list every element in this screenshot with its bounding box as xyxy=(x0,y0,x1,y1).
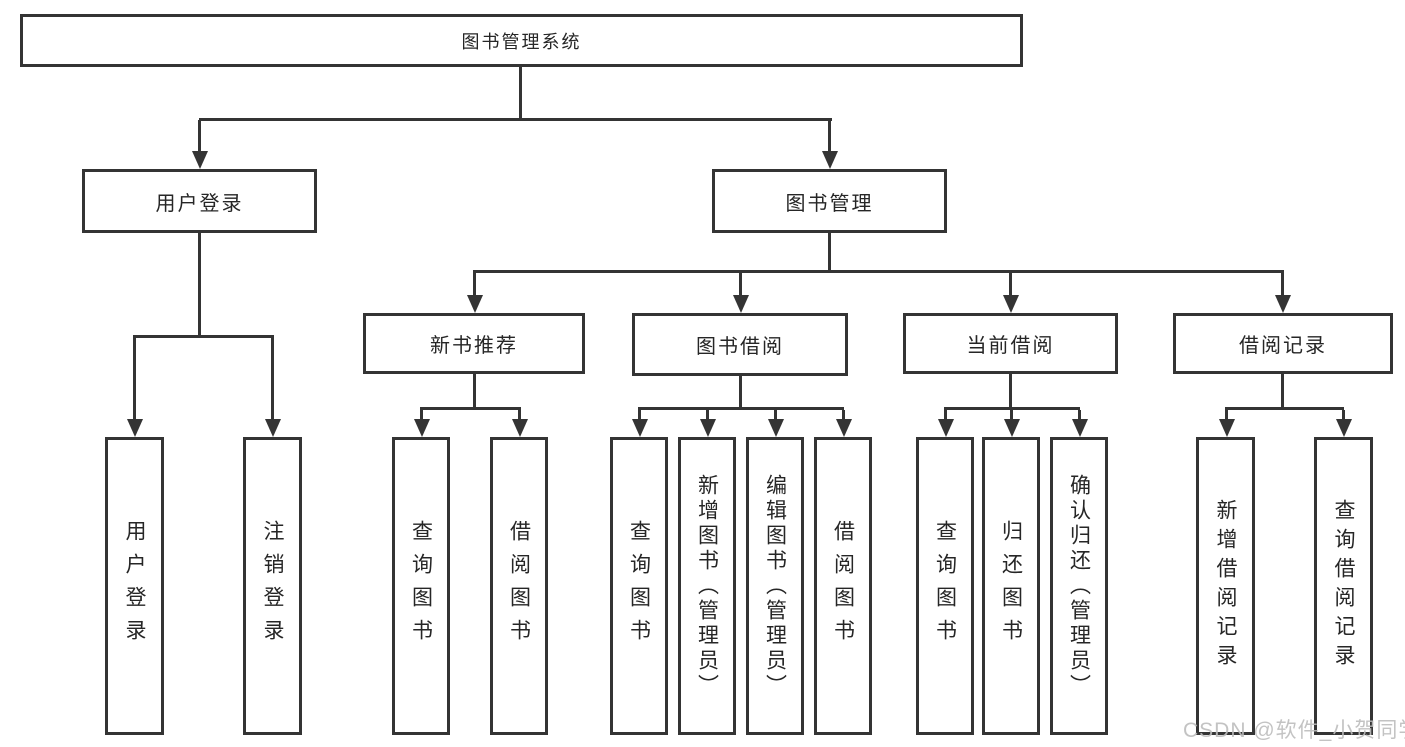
arrow-down-icon xyxy=(1225,410,1228,419)
node-label: 注销登录 xyxy=(261,520,284,652)
node-label: 图书管理 xyxy=(785,192,874,215)
node-label: 编辑图书（管理员） xyxy=(763,473,787,699)
arrow-down-icon xyxy=(473,273,476,295)
leaf-query-books-current: 查询图书 xyxy=(916,437,974,735)
node-new-book-recommendation: 新书推荐 xyxy=(363,313,585,374)
connector-records-bar xyxy=(1225,407,1344,410)
leaf-logout: 注销登录 xyxy=(243,437,302,735)
arrow-down-icon xyxy=(518,410,521,419)
arrow-down-icon xyxy=(774,410,777,419)
node-label: 查询借阅记录 xyxy=(1332,499,1355,673)
connector-borrowing-stem xyxy=(739,376,742,410)
arrow-down-icon xyxy=(271,338,274,419)
arrow-down-icon xyxy=(198,120,201,151)
arrow-down-icon xyxy=(1342,410,1345,419)
node-label: 查询图书 xyxy=(933,520,957,652)
connector-borrowing-bar xyxy=(638,407,844,410)
arrow-down-icon xyxy=(133,338,136,419)
node-borrowing-records: 借阅记录 xyxy=(1173,313,1393,374)
arrow-down-icon xyxy=(842,410,845,419)
leaf-return-books: 归还图书 xyxy=(982,437,1040,735)
leaf-edit-books-admin: 编辑图书（管理员） xyxy=(746,437,804,735)
arrow-down-icon xyxy=(1010,410,1013,419)
node-label: 图书管理系统 xyxy=(461,31,582,52)
connector-user-login-stem xyxy=(198,233,201,338)
connector-root-bar xyxy=(199,118,832,121)
arrow-down-icon xyxy=(1009,273,1012,295)
leaf-add-books-admin: 新增图书（管理员） xyxy=(678,437,736,735)
node-library-management-system: 图书管理系统 xyxy=(20,14,1023,67)
node-book-management: 图书管理 xyxy=(712,169,947,233)
connector-current-bar xyxy=(944,407,1080,410)
node-label: 当前借阅 xyxy=(966,335,1055,357)
node-label: 归还图书 xyxy=(999,520,1023,652)
arrow-down-icon xyxy=(1078,410,1081,419)
arrow-down-icon xyxy=(1281,273,1284,295)
connector-records-stem xyxy=(1281,374,1284,410)
node-label: 查询图书 xyxy=(409,520,433,652)
node-label: 图书借阅 xyxy=(696,336,784,358)
leaf-confirm-return-admin: 确认归还（管理员） xyxy=(1050,437,1108,735)
leaf-add-borrow-record: 新增借阅记录 xyxy=(1196,437,1255,735)
leaf-borrow-books-recommend: 借阅图书 xyxy=(490,437,548,735)
node-label: 确认归还（管理员） xyxy=(1067,473,1091,699)
node-label: 新增图书（管理员） xyxy=(695,473,719,699)
node-user-login: 用户登录 xyxy=(82,169,317,233)
leaf-query-borrow-record: 查询借阅记录 xyxy=(1314,437,1373,735)
node-label: 借阅图书 xyxy=(831,520,855,652)
arrow-down-icon xyxy=(420,410,423,419)
connector-root-stem xyxy=(519,67,522,120)
node-label: 用户登录 xyxy=(155,192,244,215)
node-label: 新书推荐 xyxy=(430,335,518,357)
connector-book-management-bar xyxy=(473,270,1284,273)
leaf-borrow-books-borrowing: 借阅图书 xyxy=(814,437,872,735)
node-label: 借阅图书 xyxy=(507,520,531,652)
node-label: 用户登录 xyxy=(123,520,146,652)
arrow-down-icon xyxy=(638,410,641,419)
node-label: 借阅记录 xyxy=(1239,335,1327,357)
node-label: 新增借阅记录 xyxy=(1214,499,1237,673)
connector-user-login-bar xyxy=(133,335,274,338)
arrow-down-icon xyxy=(706,410,709,419)
node-current-borrowing: 当前借阅 xyxy=(903,313,1118,374)
leaf-query-books-borrowing: 查询图书 xyxy=(610,437,668,735)
node-label: 查询图书 xyxy=(627,520,651,652)
arrow-down-icon xyxy=(739,273,742,295)
arrow-down-icon xyxy=(944,410,947,419)
connector-recommend-bar xyxy=(420,407,521,410)
connector-book-management-stem xyxy=(828,233,831,273)
arrow-down-icon xyxy=(828,120,831,151)
csdn-watermark: CSDN @软件_小贺同学 xyxy=(1183,719,1405,742)
leaf-query-books-recommend: 查询图书 xyxy=(392,437,450,735)
connector-recommend-stem xyxy=(473,374,476,410)
connector-current-stem xyxy=(1009,374,1012,410)
leaf-user-login: 用户登录 xyxy=(105,437,164,735)
node-book-borrowing: 图书借阅 xyxy=(632,313,848,376)
